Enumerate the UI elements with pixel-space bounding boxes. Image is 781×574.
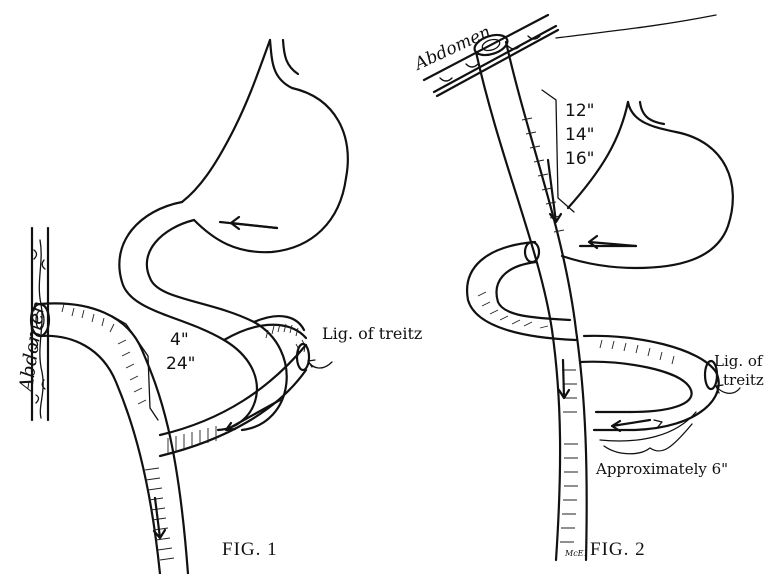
fig1-length-top-label: 4" — [170, 330, 189, 350]
fig1-exteriorized-loop — [31, 303, 188, 574]
figure-2: Abdomen 12" 14" 16" Lig. of treitz Appro… — [410, 15, 764, 560]
fig2-duodenum — [467, 242, 719, 430]
fig2-ligament-label-line2: treitz — [723, 371, 764, 389]
fig1-length-bottom-label: 24" — [166, 354, 195, 374]
fig1-caption: FIG. 1 — [222, 539, 278, 560]
fig2-length-2-label: 14" — [565, 125, 594, 145]
fig2-approx-label: Approximately 6" — [595, 460, 728, 478]
fig2-ligament-label-line1: Lig. of — [714, 352, 764, 370]
fig2-signature: McE1 — [564, 549, 589, 558]
fig1-stomach — [182, 40, 348, 252]
fig2-length-3-label: 16" — [565, 149, 594, 169]
figure-1: Abdomen 4" 24" Lig. of treitz FIG. 1 — [15, 40, 422, 574]
fig2-length-1-label: 12" — [565, 101, 594, 121]
fig1-ligament-label: Lig. of treitz — [322, 324, 422, 343]
fig1-length-bracket — [112, 316, 158, 420]
fig2-caption: FIG. 2 — [590, 539, 646, 560]
